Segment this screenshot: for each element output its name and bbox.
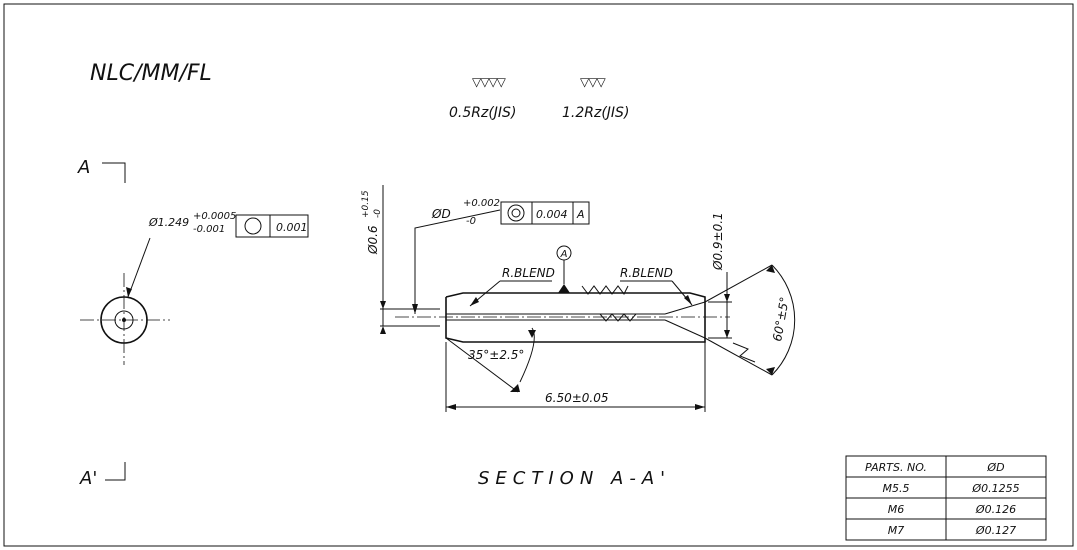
bore-tolerance-frame [500, 201, 590, 225]
left-dia-value: Ø0.6 [366, 225, 380, 255]
concentricity-icon [507, 204, 525, 222]
sheet-border [3, 3, 1074, 547]
bore-leader [414, 209, 501, 314]
table-row-dia: Ø0.127 [975, 524, 1016, 537]
circularity-icon [244, 217, 262, 235]
finish-value-1: 0.5Rz(JIS) [449, 105, 516, 121]
section-arrow-top [102, 162, 126, 183]
table-row-dia: Ø0.126 [975, 503, 1016, 516]
bore-tol-upper: +0.002 [463, 198, 500, 209]
finish-mark-top [581, 285, 629, 295]
end-view-tolerance-frame [235, 214, 309, 238]
table-row-partno: M5.5 [883, 482, 910, 495]
section-view-body [395, 292, 730, 343]
finish-value-2: 1.2Rz(JIS) [562, 105, 629, 121]
bore-tol-lower: -0 [466, 216, 476, 227]
table-row-partno: M6 [888, 503, 905, 516]
right-dia-dimension [708, 272, 732, 339]
table-row-partno: M7 [888, 524, 905, 537]
chamfer-angle-value: 35°±2.5° [468, 348, 524, 362]
bore-frame-value: 0.004 [536, 208, 568, 221]
section-marker-top: A [77, 157, 90, 178]
finish-mark-cone [732, 342, 756, 363]
cone-angle-value: 60°±5° [770, 296, 792, 343]
end-view-frame-value: 0.001 [276, 221, 308, 234]
datum-bubble-label: A [560, 249, 568, 260]
parts-table-header-dia: ØD [986, 461, 1004, 474]
left-dia-tol-upper: +0.15 [361, 190, 371, 218]
length-dimension [445, 342, 706, 412]
bore-label: ØD [431, 207, 451, 221]
section-title: SECTION A-A' [478, 468, 671, 489]
finish-mark-bore [599, 313, 637, 322]
end-view-dia: Ø1.249 [148, 216, 189, 229]
cone-angle-dimension [704, 264, 796, 376]
finish-symbol-2: ▽▽▽ [580, 75, 606, 89]
datum-triangle [558, 284, 570, 293]
left-dia-tol-lower: -0 [373, 209, 383, 218]
end-view [80, 237, 170, 365]
parts-table-header-partno: PARTS. NO. [865, 461, 927, 474]
left-dia-dimension [380, 185, 440, 334]
section-marker-bottom: A' [79, 468, 97, 489]
end-view-tol-lower: -0.001 [193, 224, 225, 235]
parts-table [845, 455, 1047, 541]
table-row-dia: Ø0.1255 [971, 482, 1019, 495]
right-dia-value: Ø0.9±0.1 [711, 212, 725, 271]
end-view-tol-upper: +0.0005 [193, 211, 236, 222]
finish-symbol-1: ▽▽▽▽ [472, 75, 507, 89]
length-value: 6.50±0.05 [545, 391, 609, 405]
chamfer-angle-dimension [445, 327, 536, 393]
section-arrow-bottom [105, 462, 126, 481]
blend-label-right: R.BLEND [620, 266, 673, 280]
drawing-code: NLC/MM/FL [90, 61, 212, 86]
blend-label-left: R.BLEND [502, 266, 555, 280]
bore-frame-datum: A [576, 208, 585, 221]
